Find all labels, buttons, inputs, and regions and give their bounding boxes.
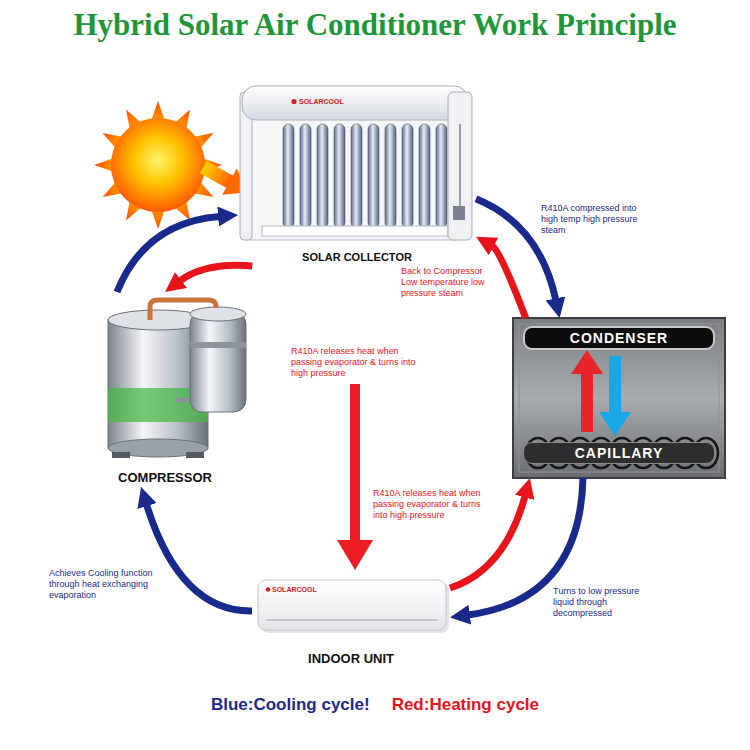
collector-pipe (459, 124, 461, 206)
heat-up-arrow-shaft (581, 372, 593, 432)
accumulator-top (190, 307, 246, 321)
cool-down-arrow-shaft (609, 356, 621, 414)
indoor-unit-body (258, 580, 446, 630)
compressor-foot (112, 452, 130, 458)
accumulator (190, 312, 246, 412)
vacuum-tube (419, 124, 430, 228)
edge-label-holder: R410A compressed into high temp high pre… (540, 203, 650, 237)
edge-label: Achieves Cooling function through heat e… (48, 568, 166, 601)
legend-text: Blue:Cooling cycle! (211, 695, 370, 714)
compressor-base (108, 439, 208, 457)
capillary-label: CAPILLARY (523, 442, 715, 464)
edge-label: R410A releases heat when passing evapora… (372, 488, 492, 521)
cool-down-arrow-head (599, 412, 631, 436)
condenser-label: CONDENSER (523, 326, 715, 350)
legend: Blue:Cooling cycle! Red:Heating cycle (0, 694, 750, 716)
sun (94, 101, 222, 229)
cooling-cycle-arrow (117, 216, 220, 292)
diagram-title: Hybrid Solar Air Conditioner Work Princi… (0, 6, 750, 44)
arrow-head (337, 540, 373, 570)
vacuum-tube (317, 124, 328, 228)
accumulator-clamp (190, 342, 246, 348)
sun-disc (111, 118, 205, 212)
brand-logo: SOLARCOOL (272, 585, 362, 594)
edge-label-holder: R410A releases heat when passing evapora… (372, 488, 492, 522)
condenser-node: CONDENSER CAPILLARY (513, 318, 725, 478)
solar-collector-unit (240, 86, 472, 240)
condenser-panel (513, 318, 725, 478)
vacuum-tube (436, 124, 447, 228)
collector-manifold (262, 226, 448, 236)
vacuum-tube (334, 124, 345, 228)
node-label: COMPRESSOR (118, 470, 212, 485)
edge-label-holder: Back to Compressor Low temperature low p… (400, 266, 490, 300)
legend-text: Red:Heating cycle (392, 695, 539, 714)
heating-cycle-arrow (492, 246, 526, 319)
label-holder: SOLARCOOL (299, 97, 389, 106)
compressor-foot (186, 452, 204, 458)
vacuum-tube (385, 124, 396, 228)
vacuum-tube (300, 124, 311, 228)
node-label: INDOOR UNIT (308, 651, 394, 666)
collector-tank (242, 86, 468, 120)
vacuum-tube (283, 124, 294, 228)
edge-label: R410A compressed into high temp high pre… (540, 203, 650, 236)
heat-up-arrow-head (571, 350, 603, 374)
condenser-illustration (513, 318, 725, 478)
vacuum-tube (351, 124, 362, 228)
condenser-frame (519, 324, 719, 472)
edge-label: Back to Compressor Low temperature low p… (400, 266, 490, 299)
brand-logo: SOLARCOOL (299, 97, 389, 106)
edge-label-holder: Turns to low pressure liquid through dec… (552, 586, 652, 620)
copper-pipe (150, 300, 216, 320)
vacuum-tube (368, 124, 379, 228)
edge-label-holder: Achieves Cooling function through heat e… (48, 568, 166, 602)
heating-cycle-arrow (179, 265, 252, 281)
collector-side-panel (448, 92, 472, 240)
legend-color-sample: Red:Heating cycle (392, 694, 539, 716)
solar-collector-node: SOLAR COLLECTOR (238, 84, 476, 266)
compressor-node: COMPRESSOR (85, 292, 245, 487)
compressor-illustration (108, 300, 246, 458)
legend-color-sample: Blue:Cooling cycle! (211, 694, 370, 716)
collector-body (246, 118, 456, 240)
indoor-unit-vent (266, 619, 438, 621)
indoor-unit-illustration (258, 580, 449, 633)
central-heating-arrow (337, 384, 373, 570)
label-holder: R410A releases heat when passing evapora… (290, 346, 424, 380)
node-label: SOLAR COLLECTOR (302, 251, 412, 264)
logo-mark (291, 99, 296, 104)
label-holder: SOLARCOOL (272, 585, 362, 594)
process-note: R410A releases heat when passing evapora… (290, 346, 424, 379)
logo-mark (266, 587, 271, 592)
edge-label: Turns to low pressure liquid through dec… (552, 586, 652, 619)
vacuum-tube (402, 124, 413, 228)
arrow-shaft (350, 384, 360, 542)
compressor-link-pipe (175, 398, 190, 402)
title-holder: Hybrid Solar Air Conditioner Work Princi… (0, 6, 750, 44)
collector-valve (453, 206, 465, 220)
